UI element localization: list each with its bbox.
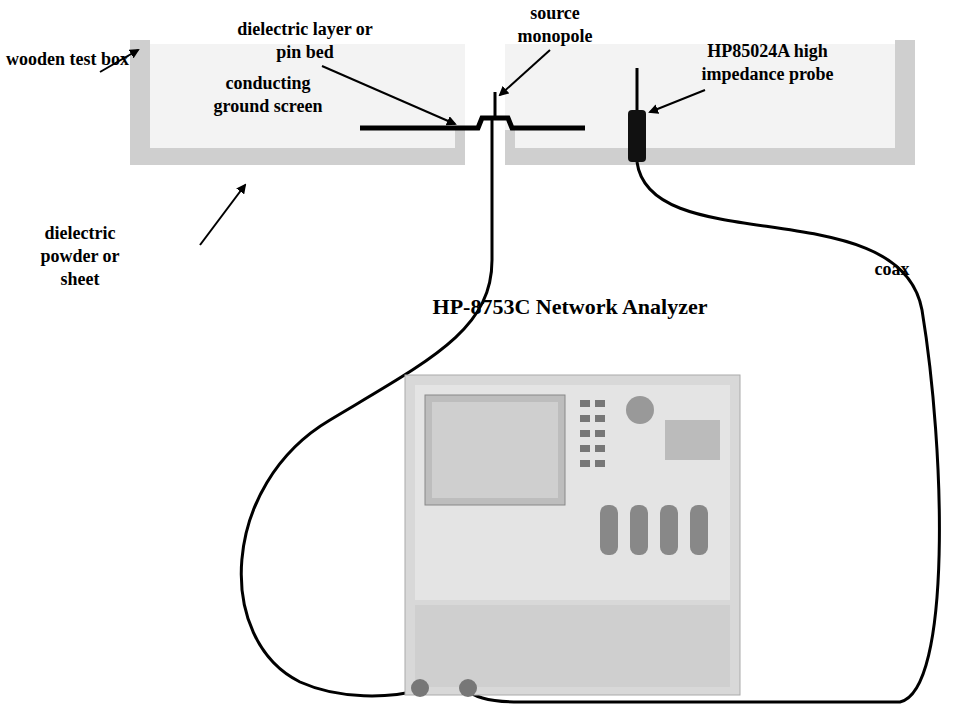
probe [628, 68, 646, 162]
leader-arrows [100, 50, 705, 245]
part-label: dielectric layer or pin bed [225, 18, 385, 64]
part-label: wooden test box [5, 48, 130, 71]
wooden-test-box [130, 40, 915, 165]
part-label: coax [862, 258, 922, 281]
part-label: dielectric powder or sheet [20, 222, 140, 291]
instrument-title: HP-8753C Network Analyzer [400, 292, 740, 322]
part-label: source monopole [505, 2, 605, 48]
part-label: conducting ground screen [198, 72, 338, 118]
part-label: HP85024A high impedance probe [680, 40, 855, 86]
instrument-heading: HP-8753C Network Analyzer [400, 292, 740, 322]
network-analyzer [405, 375, 740, 697]
ground-screen [360, 118, 585, 128]
feed [491, 120, 494, 160]
monopole [494, 92, 497, 120]
